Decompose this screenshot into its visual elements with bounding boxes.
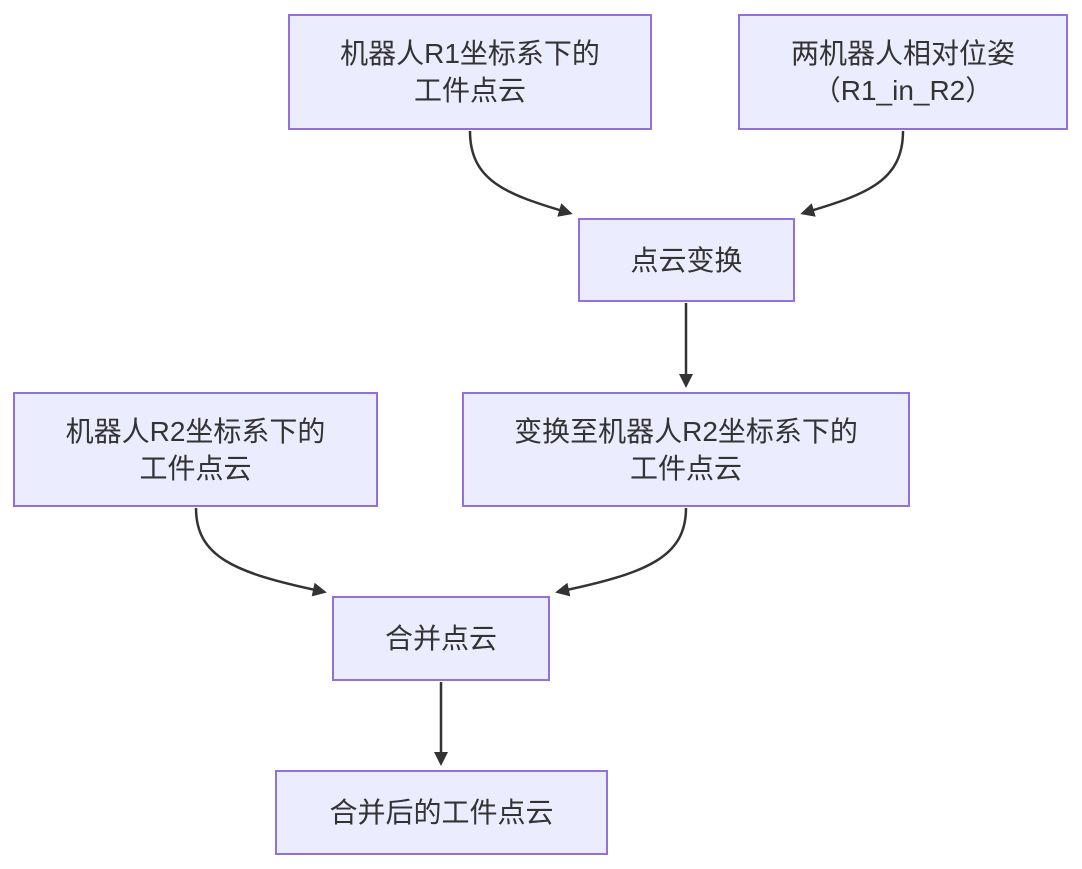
node-r1-cloud-label-line1: 机器人R1坐标系下的 <box>340 38 600 69</box>
node-r2-cloud: 机器人R2坐标系下的 工件点云 <box>13 392 378 507</box>
node-merge: 合并点云 <box>332 596 550 681</box>
node-transformed-cloud: 变换至机器人R2坐标系下的 工件点云 <box>462 392 910 507</box>
node-rel-pose: 两机器人相对位姿 （R1_in_R2） <box>738 14 1068 130</box>
node-r2-cloud-label-line1: 机器人R2坐标系下的 <box>65 415 326 447</box>
edge-r1-cloud-to-transform <box>468 130 573 217</box>
node-transformed-cloud-label-line2: 工件点云 <box>629 452 742 484</box>
edge-rel-pose-to-transform <box>800 130 905 217</box>
node-rel-pose-label-line1: 两机器人相对位姿 <box>790 38 1015 69</box>
node-r1-cloud-label-line2: 工件点云 <box>413 75 526 106</box>
node-merged-cloud: 合并后的工件点云 <box>275 770 608 855</box>
edge-transformed-cloud-to-merge <box>555 507 688 597</box>
edge-r2-cloud-to-merge <box>194 507 327 597</box>
node-r2-cloud-label-line2: 工件点云 <box>139 452 252 484</box>
node-transformed-cloud-label-line1: 变换至机器人R2坐标系下的 <box>514 415 858 447</box>
node-transform: 点云变换 <box>578 218 795 302</box>
node-merged-cloud-label: 合并后的工件点云 <box>329 797 554 828</box>
node-merge-label: 合并点云 <box>384 623 497 654</box>
node-transform-label: 点云变换 <box>630 244 743 276</box>
node-rel-pose-label-line2: （R1_in_R2） <box>812 75 994 106</box>
node-r1-cloud: 机器人R1坐标系下的 工件点云 <box>288 14 652 130</box>
